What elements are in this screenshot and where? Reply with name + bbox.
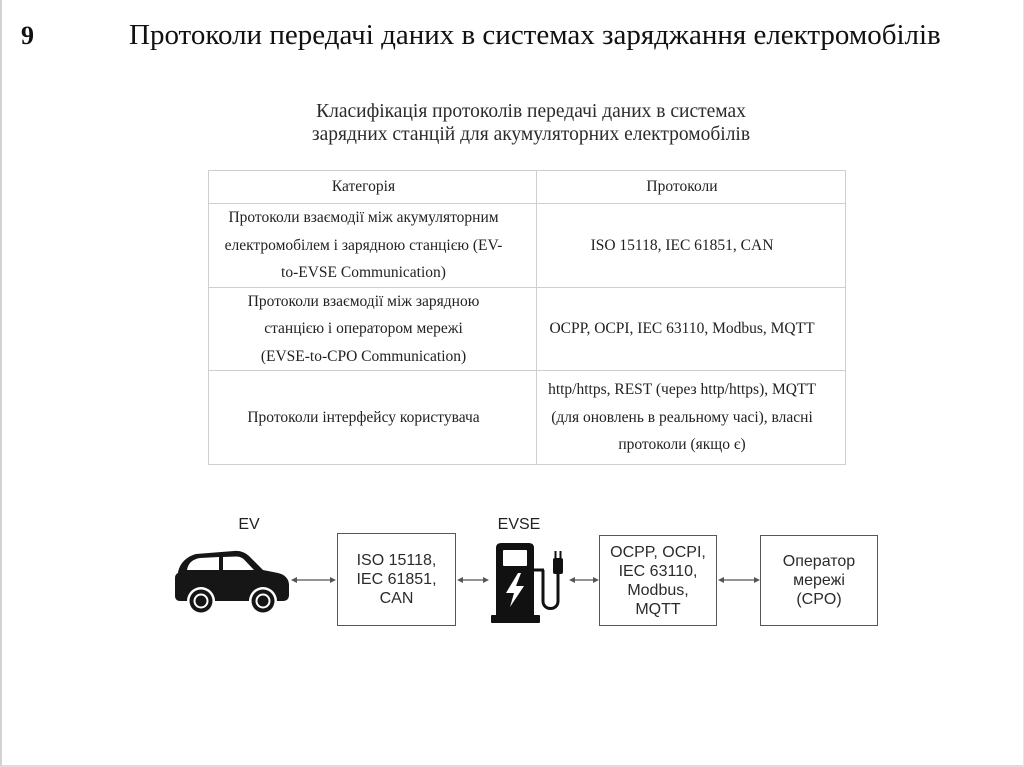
box-line: IEC 63110, [618,562,698,580]
slide-number: 9 [21,21,34,50]
cell-line: (для оновлень в реальному часі), власні [551,408,813,426]
table-row: Протоколи інтерфейсу користувача http/ht… [208,370,846,465]
lightning-bolt-icon [506,573,524,607]
box-line: CAN [379,590,414,607]
cell-line: ISO 15118, IEC 61851, CAN [590,236,774,254]
table-body: Протоколи взаємодії між акумуляторним ел… [208,203,846,465]
cell-line: станцією і оператором мережі [264,320,463,337]
cell-line: протоколи (якщо є) [618,436,746,454]
caption-line: Класифікація протоколів передачі даних в… [316,101,746,122]
cell-line: (EVSE-to-CPO Communication) [260,347,467,365]
box-line: мережі [793,572,845,589]
box-line: (CPO) [796,591,842,608]
protocols-cell: http/https, REST (через http/https), MQT… [536,370,846,465]
ev-label: EV [238,516,260,533]
car-icon [175,550,289,613]
table-header-row: Категорія Протоколи [208,170,846,204]
ev-evse-protocols-box: ISO 15118, IEC 61851, CAN [337,533,456,626]
cell-line: to-EVSE Communication) [281,264,446,281]
protocols-cell: ISO 15118, IEC 61851, CAN [536,203,846,288]
category-cell: Протоколи інтерфейсу користувача [208,370,537,465]
charging-plug [553,558,563,574]
charger-screen [503,550,527,566]
cell-line: електромобілем і зарядною станцією (EV- [224,236,503,254]
box-line: Оператор [782,553,856,570]
charging-cable [541,570,560,610]
car-window [187,557,219,570]
protocols-cell: OCPP, OCPI, IEC 63110, Modbus, MQTT [536,286,846,371]
category-cell: Протоколи взаємодії між акумуляторним ел… [208,203,537,288]
ev-charger-icon [491,543,563,623]
box-line: ISO 15118, [356,552,437,569]
double-arrow-icon [718,577,760,583]
evse-cpo-protocols-box: OCPP, OCPI, IEC 63110, Modbus, MQTT [599,535,717,626]
car-wheel [251,589,275,613]
box-line: OCPP, OCPI, [610,543,706,561]
cell-line: Протоколи взаємодії між акумуляторним [228,209,499,226]
cell-line: Протоколи взаємодії між зарядною [247,292,480,310]
table-row: Протоколи взаємодії між акумуляторним ел… [208,203,846,288]
double-arrow-icon [457,577,489,583]
charger-base [491,615,540,623]
double-arrow-icon [569,577,599,583]
table-row: Протоколи взаємодії між зарядною станціє… [208,286,846,371]
table-head: Категорія Протоколи [208,170,846,204]
caption-line: зарядних станцій для акумуляторних елект… [311,124,751,145]
double-arrow-icon [291,577,336,583]
cell-line: OCPP, OCPI, IEC 63110, Modbus, MQTT [549,320,815,337]
slide-title: Протоколи передачі даних в системах заря… [129,19,941,51]
car-window [223,556,254,570]
box-line: IEC 61851, [356,571,437,588]
box-line: MQTT [635,600,681,618]
category-cell: Протоколи взаємодії між зарядною станціє… [208,286,537,371]
network-operator-box: Оператор мережі (CPO) [760,535,878,626]
cell-line: http/https, REST (через http/https), MQT… [548,381,816,399]
car-wheel [189,589,213,613]
protocol-classification-table: Категорія Протоколи Протоколи взаємодії … [208,170,846,465]
column-header-protocols: Протоколи [536,170,846,204]
evse-label: EVSE [497,516,541,533]
cell-line: Протоколи інтерфейсу користувача [247,408,480,426]
column-header-category: Категорія [208,170,537,204]
box-line: Modbus, [627,581,689,599]
table-caption: Класифікація протоколів передачі даних в… [231,100,831,146]
